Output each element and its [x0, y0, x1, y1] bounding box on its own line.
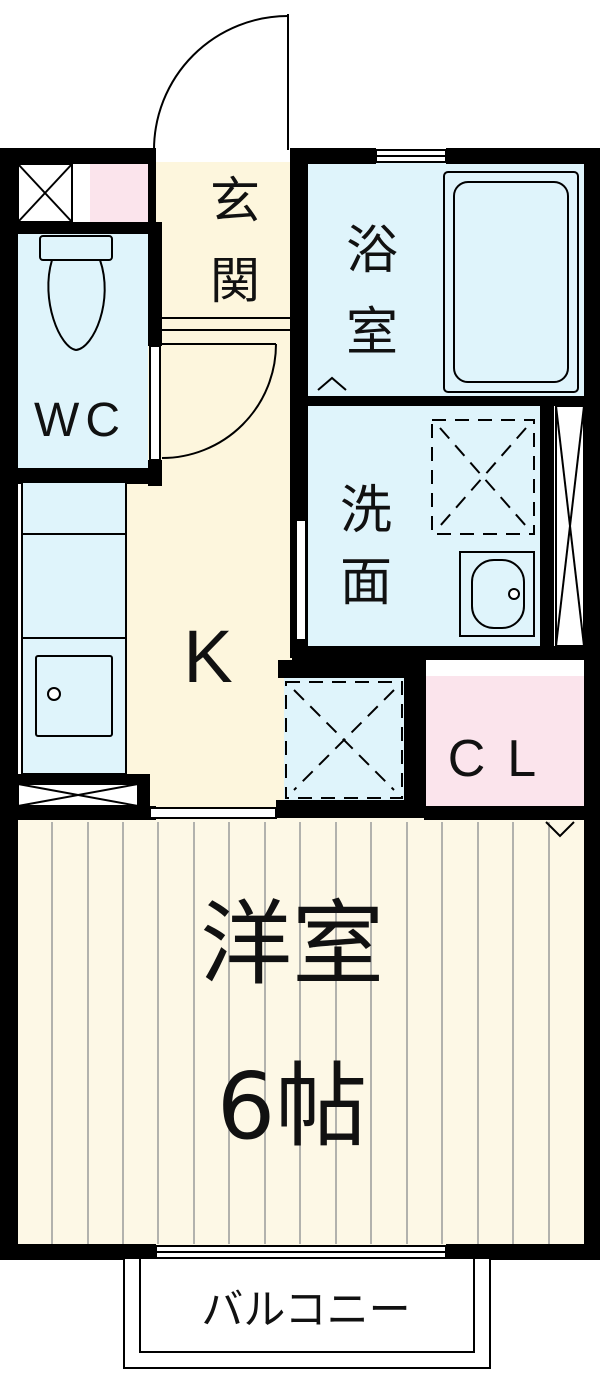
western-room-label: 洋室	[200, 891, 384, 998]
washroom-label: 洗	[340, 481, 392, 541]
entrance-area	[154, 162, 292, 320]
western-room-size-label: 6帖	[217, 1053, 368, 1160]
closet-room	[426, 676, 584, 806]
storage-space-icon	[285, 681, 403, 799]
washing-machine-space-icon	[431, 419, 535, 535]
kitchen-door	[161, 343, 277, 459]
counter-shelf-icon	[17, 783, 139, 807]
balcony-outline	[123, 1257, 491, 1369]
toilet-icon	[39, 235, 113, 352]
closet-door-marker-icon	[545, 821, 575, 838]
closet-label: CL	[448, 730, 558, 788]
washbasin-icon	[459, 551, 535, 637]
flooring-lines	[51, 822, 550, 1244]
pipe-shaft-icon	[555, 405, 585, 647]
bath-step-icon	[317, 376, 347, 391]
entrance-door	[153, 14, 289, 151]
walls	[0, 148, 600, 1260]
washroom-label-2: 面	[340, 553, 392, 613]
bath-label-2: 室	[346, 303, 398, 363]
bath-label: 浴	[346, 221, 398, 281]
entrance-label-2: 関	[210, 252, 260, 310]
kitchen-sink-icon	[21, 481, 127, 775]
bathtub-icon	[443, 171, 579, 393]
pink-closet-top	[90, 164, 152, 222]
entrance-label: 玄	[210, 172, 260, 230]
vent-shaft-icon	[17, 163, 73, 223]
windows	[149, 149, 447, 1259]
wc-label: WC	[34, 394, 126, 447]
balcony-label: バルコニー	[201, 1285, 410, 1334]
western-room	[18, 818, 584, 1246]
kitchen-label: K	[183, 615, 232, 698]
